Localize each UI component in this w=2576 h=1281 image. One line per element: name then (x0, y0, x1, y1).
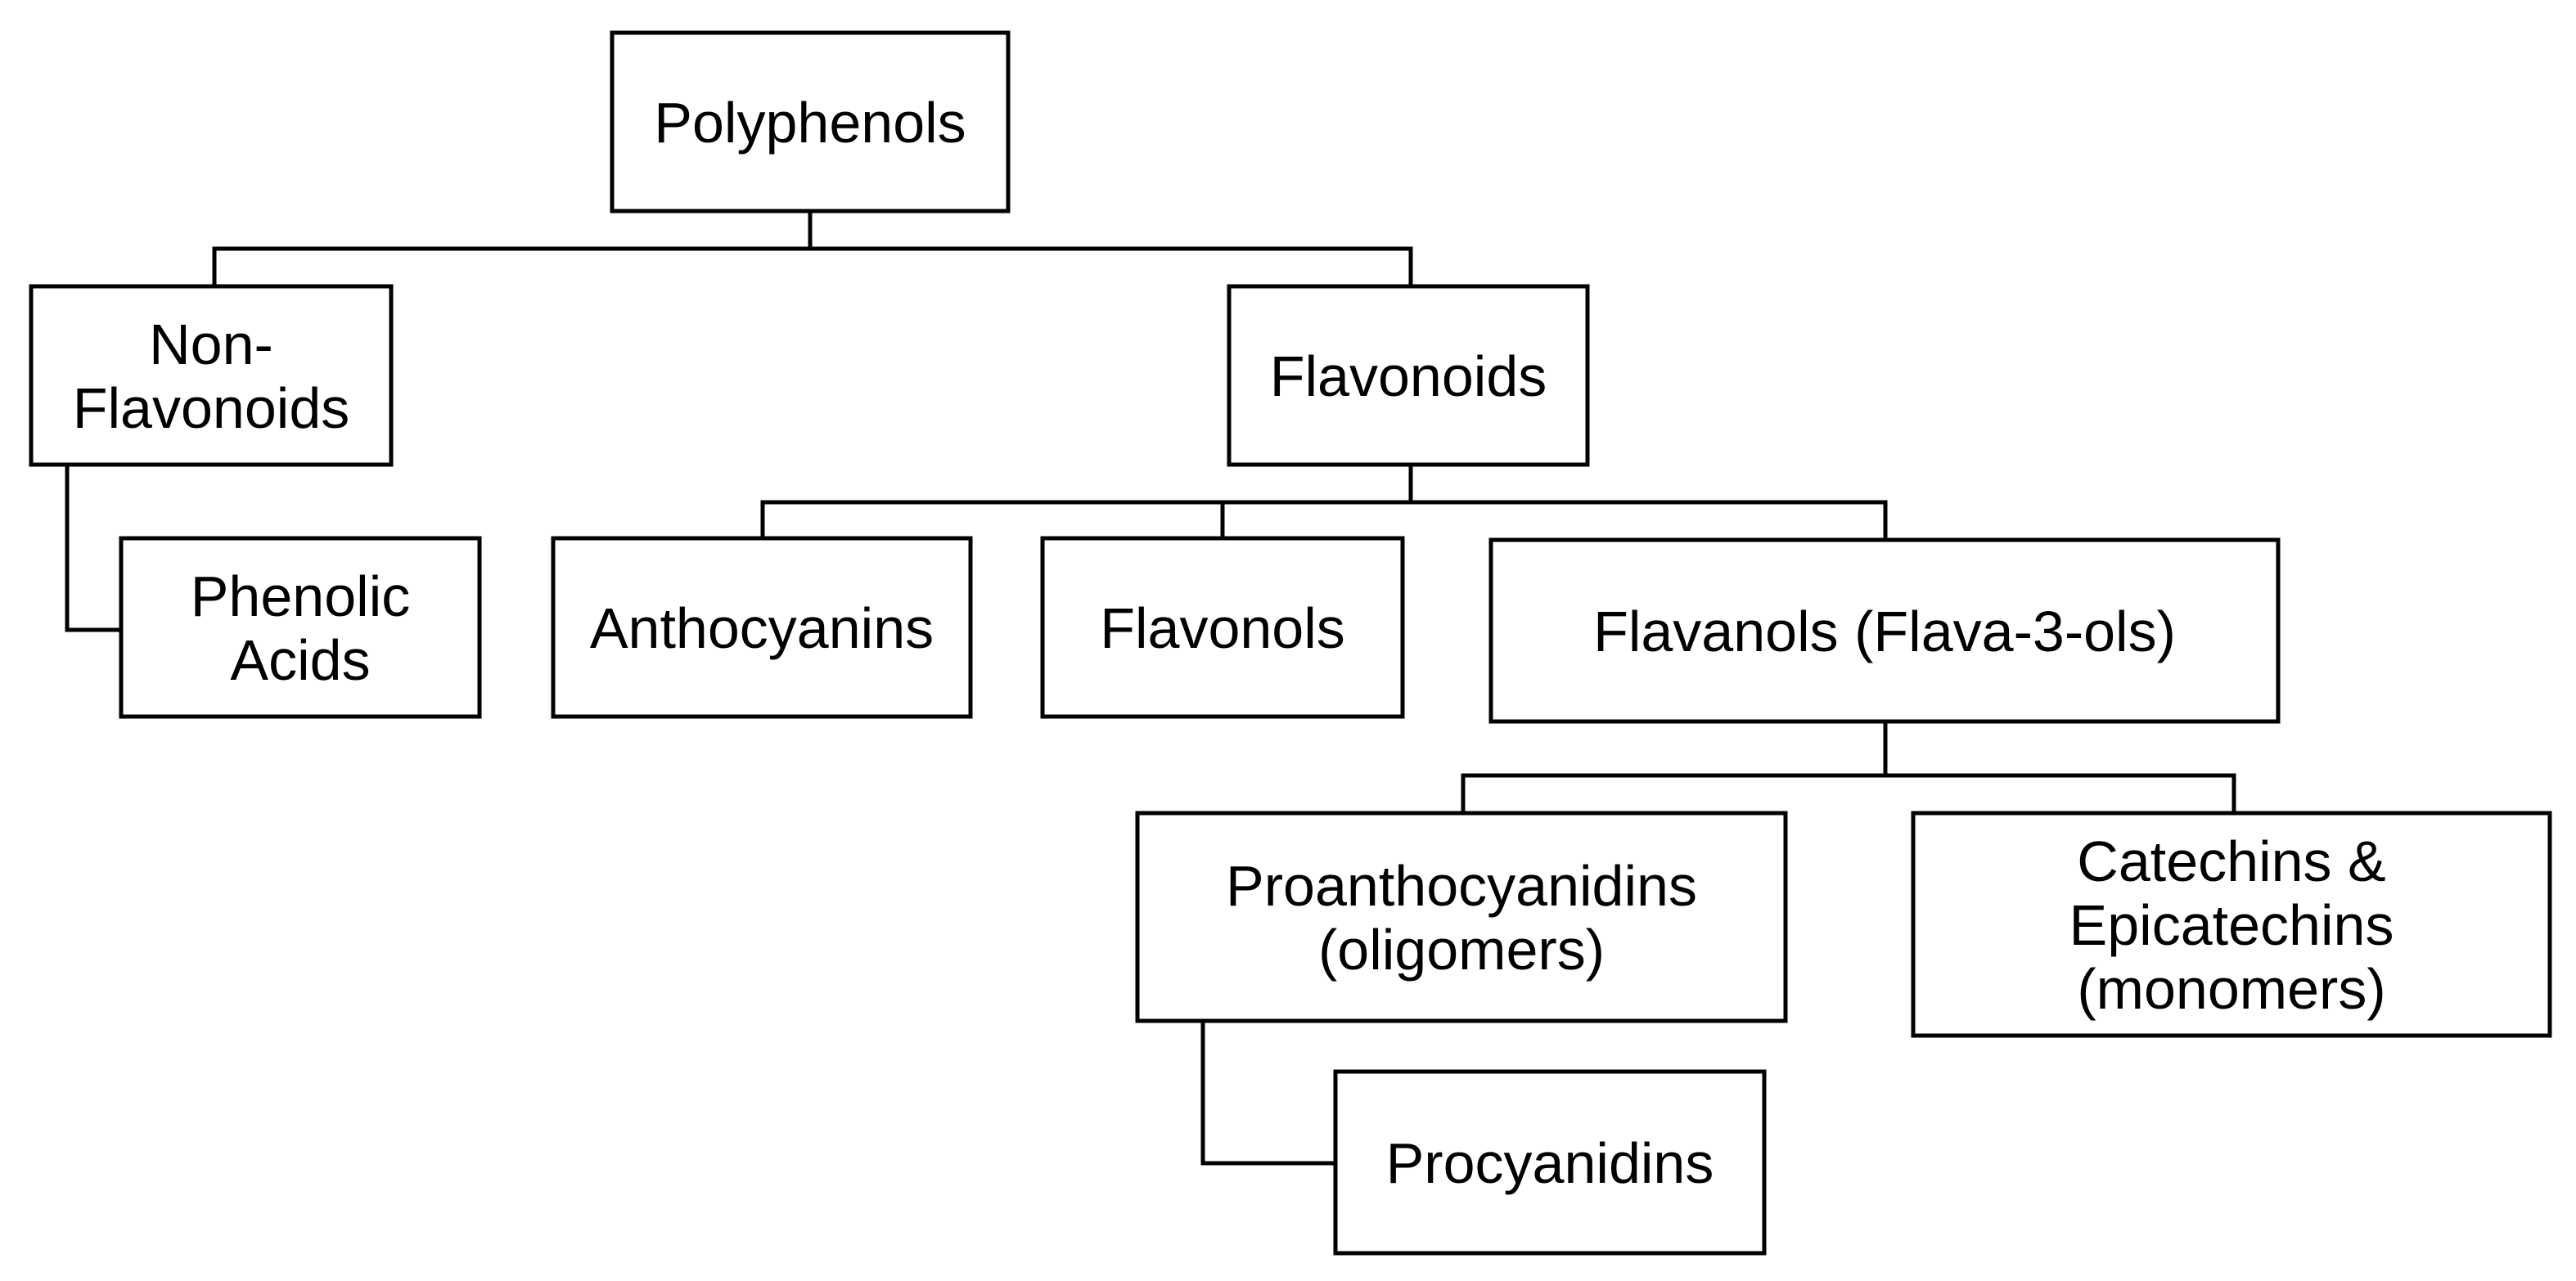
node-flavanols: Flavanols (Flava-3-ols) (1488, 537, 2281, 724)
node-label-line: Phenolic (191, 564, 411, 628)
node-proanthocyanidins-label: Proanthocyanidins(oligomers) (1226, 854, 1697, 982)
node-non-flavonoids: Non-Flavonoids (29, 284, 394, 467)
node-label-line: Polyphenols (654, 91, 966, 155)
edge-proanthocyanidins-procyanidins (1200, 1018, 1338, 1166)
node-catechins-box (1911, 811, 2552, 1038)
node-label-line: Proanthocyanidins (1226, 854, 1697, 918)
node-catechins: Catechins &Epicatechins(monomers) (1911, 811, 2552, 1038)
node-label-line: Non- (149, 312, 273, 376)
node-label-line: Flavonols (1100, 596, 1345, 660)
node-label-line: Flavanols (Flava-3-ols) (1593, 600, 2176, 663)
node-label-line: Acids (230, 628, 370, 692)
connectors (65, 209, 2236, 1166)
node-polyphenols-box (610, 30, 1011, 214)
node-phenolic-acids-box (119, 536, 482, 719)
node-non-flavonoids-label: Non-Flavonoids (73, 312, 350, 440)
node-flavanols-box (1488, 537, 2281, 724)
node-flavonols: Flavonols (1040, 536, 1405, 719)
node-flavonoids-label: Flavonoids (1270, 344, 1547, 408)
node-procyanidins-label: Procyanidins (1386, 1131, 1714, 1195)
node-catechins-label: Catechins &Epicatechins(monomers) (2069, 829, 2394, 1021)
node-label-line: (oligomers) (1318, 918, 1605, 982)
node-label-line: Flavonoids (1270, 344, 1547, 408)
edge-non-flavonoids-phenolic-acids (65, 462, 124, 632)
node-flavanols-label: Flavanols (Flava-3-ols) (1593, 600, 2176, 663)
node-non-flavonoids-box (29, 284, 394, 467)
node-anthocyanins: Anthocyanins (551, 536, 973, 719)
node-proanthocyanidins: Proanthocyanidins(oligomers) (1135, 811, 1788, 1023)
node-polyphenols: Polyphenols (610, 30, 1011, 214)
edge-flavanols-children (1461, 719, 2236, 816)
node-label-line: Anthocyanins (590, 596, 934, 660)
node-label-line: Catechins & (2077, 829, 2385, 893)
node-anthocyanins-label: Anthocyanins (590, 596, 934, 660)
node-label-line: Epicatechins (2069, 893, 2394, 957)
node-procyanidins: Procyanidins (1333, 1069, 1767, 1256)
edge-flavonoids-children (760, 462, 1888, 542)
node-flavonols-label: Flavonols (1100, 596, 1345, 660)
node-proanthocyanidins-box (1135, 811, 1788, 1023)
node-label-line: Procyanidins (1386, 1131, 1714, 1195)
node-flavonoids-box (1227, 284, 1590, 467)
edge-polyphenols-children (212, 209, 1413, 289)
node-label-line: (monomers) (2077, 957, 2385, 1021)
node-procyanidins-box (1333, 1069, 1767, 1256)
node-polyphenols-label: Polyphenols (654, 91, 966, 155)
node-anthocyanins-box (551, 536, 973, 719)
node-flavonols-box (1040, 536, 1405, 719)
node-flavonoids: Flavonoids (1227, 284, 1590, 467)
node-label-line: Flavonoids (73, 376, 350, 440)
